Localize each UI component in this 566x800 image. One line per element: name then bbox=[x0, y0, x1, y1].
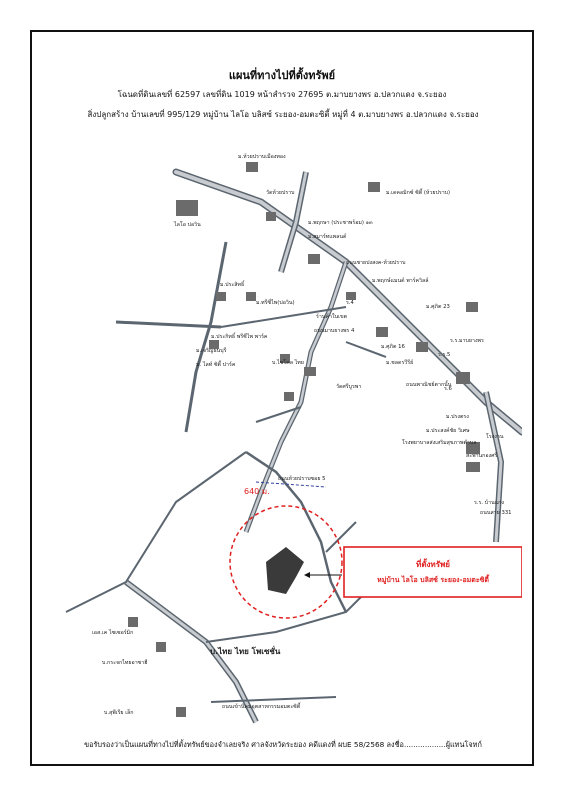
signature-line: .................. bbox=[403, 740, 446, 749]
label-lioknock: ม.ปรงตรง bbox=[446, 414, 469, 420]
building-icons bbox=[128, 162, 480, 717]
label-sri-sai: ม.ทรีซี่ไพ(บ่อวิน) bbox=[256, 298, 295, 306]
label-ban-phra: ม.ประกิทธิ์ พรีซีไพ พาร์ค bbox=[211, 332, 268, 340]
label-factory3: บ.ไทย ไทย โพเซชั่น bbox=[210, 645, 281, 656]
label-sarnthai: ม.สมาร์ทแพลนด์ bbox=[308, 233, 347, 240]
label-cp-road: ถนนพาณิชย์ตากนั้น bbox=[406, 380, 452, 388]
label-temple: วัดห้วยปราบ bbox=[266, 189, 295, 196]
label-road-mab: ถนนมาบยางพร 4 bbox=[314, 328, 355, 334]
local-road-3 bbox=[345, 341, 387, 358]
label-villa16: ม.ศุภิต 16 bbox=[381, 343, 406, 350]
property-callout-title: ที่ตั้งทรัพย์ bbox=[416, 558, 450, 569]
label-plant: โรงงาน bbox=[486, 433, 504, 440]
label-wat-bo: วัดศรีบูรพา bbox=[336, 383, 361, 390]
location-map: ที่ตั้งทรัพย์ หมู่บ้าน ไลโอ บลิสซ์ ระยอง… bbox=[46, 142, 522, 742]
label-charoen: ม.เจริญธนบุรี bbox=[196, 347, 227, 354]
property-circle bbox=[229, 505, 343, 619]
property-callout-box bbox=[343, 546, 522, 598]
label-prasit-fac: ม.ประสงค์ชัย วิเศษ bbox=[426, 427, 470, 434]
footer-role: ผู้แทนโจทก์ bbox=[445, 740, 482, 749]
footer-text: ขอรับรองว่าเป็นแผนที่ทางไปที่ตั้งทรัพย์ข… bbox=[84, 740, 404, 749]
label-village-top: ม.ห้วยปราบเมืองทอง bbox=[238, 153, 286, 160]
west-road bbox=[184, 241, 228, 433]
label-decent: ม.เดคอมิกซ์ ซิตี้ (ห้วยปราบ) bbox=[386, 188, 450, 196]
route-dashed bbox=[255, 481, 327, 488]
label-factory2: บ.กระจกไทยอาซาฮี bbox=[102, 658, 147, 666]
label-right2: ถนนสาย 331 bbox=[480, 510, 512, 516]
label-lio-park: ม. ไลท์ ซิตี้ ปาร์ค bbox=[196, 360, 236, 368]
bottom-road bbox=[210, 696, 337, 703]
distance-label: 640 ม. bbox=[244, 487, 270, 496]
deed-info: โฉนดที่ดินเลขที่ 62597 เลขที่ดิน 1019 หน… bbox=[117, 90, 447, 99]
label-hospital: โรงพยาบาลส่งเสริมสุขภาพตำบล bbox=[402, 439, 476, 446]
label-villa23: ม.ศุภิต 23 bbox=[426, 303, 450, 310]
building-info: สิ่งปลูกสร้าง บ้านเลขที่ 995/129 หมู่บ้า… bbox=[87, 110, 479, 119]
property-plot bbox=[266, 547, 304, 594]
label-shop: ร้านค้าในเขต bbox=[316, 313, 348, 320]
label-factory1: เอส.เค ไซเซอร์มิก bbox=[92, 628, 133, 636]
local-road-1 bbox=[220, 306, 347, 328]
label-prasit: ม.ประสิทธิ์ bbox=[220, 280, 245, 288]
label-bottom-road: ถนนเข้านิคมอุตสาหกรรมอมตะซิตี้ bbox=[222, 702, 301, 710]
label-natural: บ.ไซโคล ไทย bbox=[272, 358, 304, 366]
west-branch bbox=[65, 451, 247, 613]
label-muaeng: ร.ร.5 bbox=[438, 352, 450, 358]
certification-footer: ขอรับรองว่าเป็นแผนที่ทางไปที่ตั้งทรัพย์ข… bbox=[36, 740, 530, 751]
label-cp4: ร.4 bbox=[346, 300, 355, 306]
label-road-huaiprap: ถนนชายปงสงค-ห้วยปราบ bbox=[346, 259, 405, 266]
document-frame: แผนที่ทางไปที่ตั้งทรัพย์ โฉนดที่ดินเลขที… bbox=[30, 30, 534, 766]
document-title: แผนที่ทางไปที่ตั้งทรัพย์ bbox=[228, 69, 336, 82]
label-market: ร.6 bbox=[444, 386, 453, 392]
label-prak: ม.พฤกษา (ประชาพร้อม) ๑๓ bbox=[308, 219, 373, 226]
label-right1: ร.ร. บ้านแก่ง bbox=[474, 499, 504, 506]
soi-road bbox=[245, 450, 348, 613]
label-factory4: บ.สุพีเรีย เล็ก bbox=[104, 708, 133, 716]
label-lio-top: ไลโอ บ่อวิน bbox=[173, 220, 201, 228]
property-callout-desc: หมู่บ้าน ไลโอ บลิสซ์ ระยอง-อมตะซิตี้ bbox=[377, 573, 490, 585]
label-soi-road: ถนนห้วยปราบซอย 5 bbox=[278, 475, 326, 482]
label-phruk-bay: ม.พฤกษ์แมนด์ พาร์ควิลล์ bbox=[372, 277, 429, 284]
label-ryukong: สะพานกองศรี bbox=[466, 452, 498, 459]
map-drawing: ที่ตั้งทรัพย์ หมู่บ้าน ไลโอ บลิสซ์ ระยอง… bbox=[65, 153, 522, 724]
label-suwan: ม.ชลดรวีรีย์ bbox=[386, 359, 413, 366]
local-road-2 bbox=[255, 406, 302, 423]
label-school: ร.ร.มาบยางพร bbox=[450, 338, 484, 344]
west-road-2 bbox=[115, 320, 222, 329]
